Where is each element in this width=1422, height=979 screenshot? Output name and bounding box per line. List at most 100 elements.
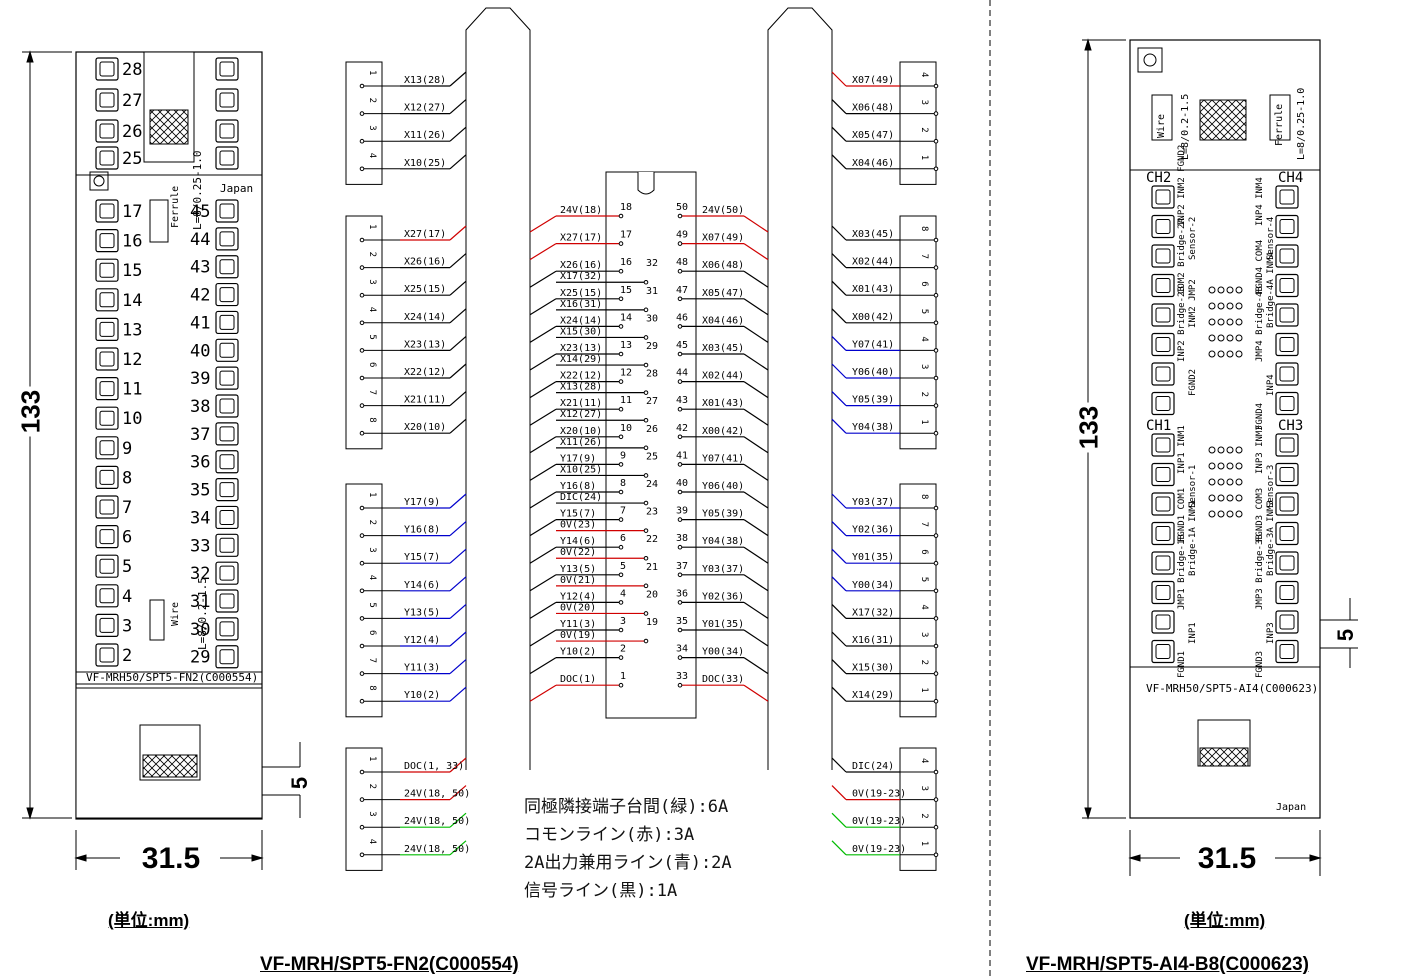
connector-right-pin: 43 [676,395,688,406]
left-block-slant [449,308,467,324]
right-block-slant [831,154,847,170]
connector-left-dot [618,406,624,412]
right-block-label: 0V(19-23) [852,844,906,855]
right-block-slant [831,493,847,509]
right-block-dot [933,292,939,298]
ch1-terminal-inner [1155,496,1171,512]
left-top-terminal-inner [99,61,115,77]
ch1-col-label: INP1 INM1 [1177,425,1187,474]
right-terminal-num: 31 [190,592,210,612]
connector-pins: 24V(18)18X27(17)17X26(16)16X25(15)15X24(… [529,202,769,702]
left-block-label: X25(15) [404,284,446,295]
legend-black: 信号ライン(黒):1A [524,881,678,901]
right-board-via [1226,350,1234,358]
right-terminal-inner [219,203,235,219]
left-block-label: DOC(1, 33) [404,761,464,772]
right-board-via [1208,286,1216,294]
ferrule-label: Ferrule [170,186,181,228]
left-block-dot [359,375,365,381]
ch1-col-label: Bridge-1A INM1 [1188,500,1198,576]
connector-right-label: DOC(33) [702,674,744,685]
connector-left-pin: 6 [620,533,626,544]
left-block-num: 1 [367,492,377,497]
left-block-slant [449,521,467,537]
connector-left-slant [529,574,557,592]
left-top-num: 28 [122,60,142,80]
left-block-label: X22(12) [404,367,446,378]
connector-left-dot [618,324,624,329]
right-terminal-num: 44 [190,230,210,250]
right-block-slant [831,71,847,87]
left-block-slant [449,686,467,702]
connector-right-slant [743,546,769,564]
connector-left-slant [529,546,557,564]
right-terminal-num: 34 [190,508,210,528]
left-width-dim: 31.5 [141,842,201,875]
left-block-num: 8 [367,685,377,690]
connector-mid-pin: 19 [646,617,658,628]
right-terminal-num: 37 [190,425,210,445]
connector-right-pin: 47 [676,285,688,296]
ch1-col-label: Sensor-1 [1188,465,1198,508]
connector-left-dot [618,655,624,660]
connector-right-label: X05(47) [702,288,744,299]
left-block-num: 2 [367,252,377,257]
right-board-via [1226,334,1234,342]
left-terminal-inner [99,203,115,219]
ch3-col-label: Bridge-3A INM3 [1266,500,1276,576]
connector-mid-dot [643,528,649,533]
right-board-via [1226,302,1234,310]
left-terminal-num: 13 [122,320,142,340]
right-block-label: X06(48) [852,103,894,114]
right-block-dot [933,616,939,621]
ch4-col-label: FGND4 COM4 [1255,240,1265,294]
left-terminal-num: 15 [122,261,142,281]
connector-mid-dot [643,362,649,368]
connector-left-dot [618,627,624,633]
right-block-label: DIC(24) [852,761,894,772]
left-block-dot [359,698,365,704]
connector-right-label: Y06(40) [702,481,744,492]
right-block-dot [933,166,939,172]
connector-right-dot [677,682,683,688]
right-terminal-inner [219,426,235,442]
right-block-num: 5 [919,309,929,314]
connector-left-pin: 12 [620,368,632,379]
right-block-label: 0V(19-23) [852,816,906,827]
left-terminal-num: 7 [122,498,132,518]
left-block-slant [449,335,467,351]
right-wire-spec: L=8/0.2-1.5 [1180,94,1191,160]
connector-left-slant [529,436,557,454]
right-block-dot [933,237,939,243]
connector-left-slant [529,519,557,537]
right-block-num: 1 [919,841,929,846]
left-block-dot [359,83,365,89]
connector-right-label: Y07(41) [702,453,744,464]
right-board-via [1208,510,1216,518]
ch2-terminal-inner [1155,278,1171,293]
ch2-label: CH2 [1146,170,1171,186]
connector-right-dot [677,462,683,467]
left-block-dot [359,430,365,436]
connector-left-pin: 13 [620,340,632,351]
left-block-slant [449,812,467,828]
right-terminal-num: 32 [190,564,210,584]
right-terminal-num: 38 [190,397,210,417]
left-top-num: 25 [122,149,142,169]
left-block-num: 3 [367,811,377,816]
left-model-label: VF-MRH50/SPT5-FN2(C000554) [86,671,258,684]
right-block-label: X05(47) [852,130,894,141]
right-board-via [1217,318,1225,326]
right-block-num: 4 [919,604,929,609]
left-block-num: 2 [367,784,377,789]
connector-left-slant [529,325,557,343]
connector-right-pin: 33 [676,671,688,682]
right-board-via [1208,494,1216,502]
connector-right-pin: 50 [676,202,688,213]
connector-right-slant [743,491,769,509]
connector-right-label: Y01(35) [702,619,744,630]
ch4-terminal-inner [1279,307,1295,323]
connector-left-dot [618,682,624,688]
left-block-slant [449,785,467,801]
